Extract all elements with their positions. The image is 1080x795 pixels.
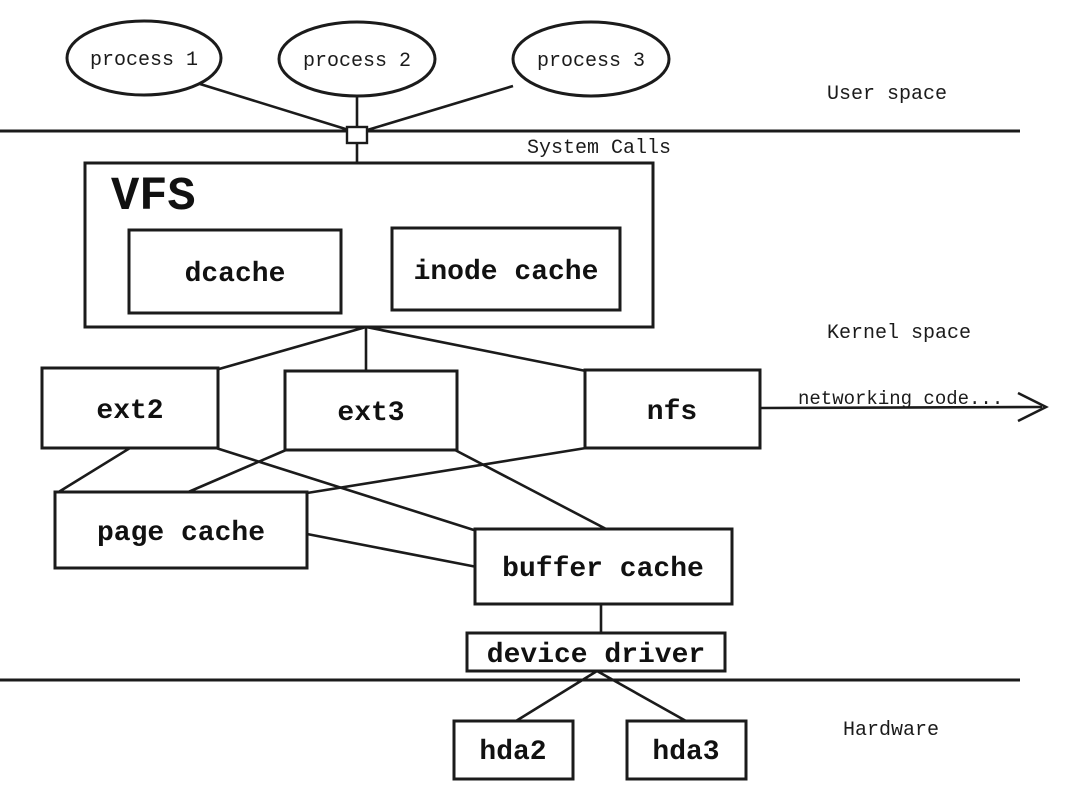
hda3-label: hda3	[652, 737, 719, 768]
hda2-box	[452, 719, 575, 781]
user-space-label: User space	[827, 83, 947, 106]
vfs-label: VFS	[111, 171, 196, 224]
ext2-box	[40, 366, 220, 450]
system-calls-label: System Calls	[527, 137, 671, 160]
process-2-label: process 2	[303, 50, 411, 73]
edge-vfs-nfs	[365, 325, 587, 373]
device-driver-label: device driver	[487, 640, 705, 671]
dcache-box	[127, 228, 343, 315]
nfs-label: nfs	[647, 397, 697, 428]
process-1-node	[65, 19, 223, 97]
kernel-space-label: Kernel space	[827, 322, 971, 345]
ext3-label: ext3	[337, 398, 404, 429]
hardware-label: Hardware	[843, 719, 939, 742]
buffer-cache-box	[473, 527, 734, 606]
ext3-box	[283, 369, 459, 452]
inode-cache-label: inode cache	[414, 257, 599, 288]
edge-ext2-buffer-cache	[215, 446, 478, 533]
device-driver-box	[465, 631, 727, 673]
inode-cache-box	[390, 226, 622, 312]
edge-device-driver-hda3	[596, 669, 687, 723]
networking-arrowhead	[1017, 391, 1049, 423]
page-cache-box	[53, 490, 309, 570]
edge-ext3-page-cache	[185, 448, 287, 495]
edge-ext2-page-cache	[56, 446, 131, 495]
system-call-junction-square	[345, 125, 369, 145]
ext2-label: ext2	[96, 396, 163, 427]
edge-ext3-buffer-cache	[454, 448, 609, 532]
process-3-node	[511, 20, 671, 98]
nfs-box	[583, 368, 762, 450]
hda2-label: hda2	[479, 737, 546, 768]
networking-code-label: networking code...	[798, 388, 1003, 410]
edge-process3-junction	[363, 84, 514, 133]
process-3-label: process 3	[537, 50, 645, 73]
hda3-box	[625, 719, 748, 781]
dcache-label: dcache	[185, 259, 286, 290]
networking-arrow-shaft	[759, 405, 1043, 410]
edge-process1-junction	[199, 82, 353, 133]
process-2-node	[277, 20, 437, 98]
edge-page-cache-buffer-cache	[306, 532, 478, 569]
page-cache-label: page cache	[97, 518, 265, 549]
edge-vfs-ext2	[218, 325, 367, 371]
buffer-cache-label: buffer cache	[502, 554, 704, 585]
process-1-label: process 1	[90, 49, 198, 72]
edge-nfs-page-cache	[306, 446, 587, 495]
edge-device-driver-hda2	[515, 669, 598, 723]
